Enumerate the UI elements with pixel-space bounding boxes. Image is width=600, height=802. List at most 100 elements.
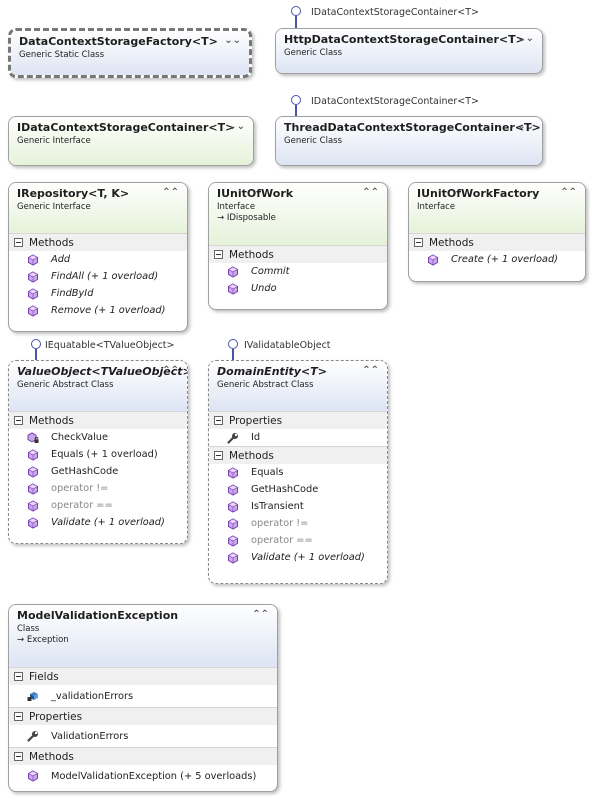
box-kind: Class xyxy=(17,624,40,634)
method-icon xyxy=(227,283,239,295)
interface-circle-icon xyxy=(31,339,41,349)
member-method[interactable]: operator == xyxy=(209,532,387,549)
class-box-domainentity[interactable]: DomainEntity<T> Generic Abstract Class ⌃… xyxy=(208,360,388,584)
member-property[interactable]: ValidationErrors xyxy=(9,725,277,747)
expand-chevron-icon[interactable]: ⌄⌄ xyxy=(228,121,245,132)
class-box-threaddatacontextstoragecontainer[interactable]: ThreadDataContextStorageContainer<T> Gen… xyxy=(275,116,543,166)
collapse-section-icon[interactable] xyxy=(14,712,23,721)
member-method[interactable]: ModelValidationException (+ 5 overloads) xyxy=(9,765,277,787)
member-method[interactable]: FindAll (+ 1 overload) xyxy=(9,268,187,285)
member-label: Commit xyxy=(251,266,290,277)
member-method[interactable]: Undo xyxy=(209,280,387,297)
collapse-section-icon[interactable] xyxy=(414,238,423,247)
section-label: Methods xyxy=(29,414,74,427)
member-method[interactable]: IsTransient xyxy=(209,498,387,515)
member-method[interactable]: CheckValue xyxy=(9,429,187,446)
section-label: Methods xyxy=(229,449,274,462)
collapse-chevron-icon[interactable]: ⌃⌃ xyxy=(560,187,577,198)
interface-box-iunitofworkfactory[interactable]: IUnitOfWorkFactory Interface ⌃⌃ Methods … xyxy=(408,182,586,282)
collapse-chevron-icon[interactable]: ⌃⌃ xyxy=(162,187,179,198)
member-method[interactable]: Commit xyxy=(209,263,387,280)
member-method[interactable]: Validate (+ 1 overload) xyxy=(209,549,387,566)
class-box-datacontextstoragefactory[interactable]: DataContextStorageFactory<T> Generic Sta… xyxy=(8,28,252,78)
member-method[interactable]: Equals xyxy=(209,464,387,481)
member-label: Validate (+ 1 overload) xyxy=(251,552,365,563)
collapse-section-icon[interactable] xyxy=(14,416,23,425)
collapse-section-icon[interactable] xyxy=(14,672,23,681)
method-icon xyxy=(227,518,239,530)
collapse-section-icon[interactable] xyxy=(214,451,223,460)
section-header-fields[interactable]: Fields xyxy=(9,667,277,685)
member-label: CheckValue xyxy=(51,432,109,443)
box-kind: Generic Class xyxy=(284,136,343,146)
box-header: IDataContextStorageContainer<T> Generic … xyxy=(9,117,253,165)
box-title: ModelValidationException xyxy=(17,609,179,622)
member-method[interactable]: GetHashCode xyxy=(9,463,187,480)
expand-chevron-icon[interactable]: ⌄⌄ xyxy=(224,35,241,46)
method-icon xyxy=(27,500,39,512)
method-icon xyxy=(227,266,239,278)
collapse-section-icon[interactable] xyxy=(214,250,223,259)
box-kind: Interface xyxy=(417,202,456,212)
private-field-icon xyxy=(27,690,39,702)
section-header-methods[interactable]: Methods xyxy=(9,233,187,251)
section-header-methods[interactable]: Methods xyxy=(9,747,277,765)
class-box-valueobject[interactable]: ValueObject<TValueObject> Generic Abstra… xyxy=(8,360,188,544)
interface-box-idatacontextstoragecontainer[interactable]: IDataContextStorageContainer<T> Generic … xyxy=(8,116,254,166)
section-label: Methods xyxy=(29,750,74,763)
member-method[interactable]: Remove (+ 1 overload) xyxy=(9,302,187,319)
class-box-httpdatacontextstoragecontainer[interactable]: HttpDataContextStorageContainer<T> Gener… xyxy=(275,28,543,74)
member-method[interactable]: FindById xyxy=(9,285,187,302)
box-header: HttpDataContextStorageContainer<T> Gener… xyxy=(276,29,542,73)
member-label: operator != xyxy=(51,483,109,494)
collapse-chevron-icon[interactable]: ⌃⌃ xyxy=(252,609,269,620)
class-box-modelvalidationexception[interactable]: ModelValidationException Class → Excepti… xyxy=(8,604,278,792)
section-header-methods[interactable]: Methods xyxy=(9,411,187,429)
collapse-chevron-icon[interactable]: ⌃⌃ xyxy=(362,187,379,198)
member-label: Create (+ 1 overload) xyxy=(451,254,558,265)
interface-stem xyxy=(295,16,297,29)
box-kind: Generic Abstract Class xyxy=(217,380,314,390)
box-title: IDataContextStorageContainer<T> xyxy=(17,121,235,134)
box-header: DataContextStorageFactory<T> Generic Sta… xyxy=(11,31,249,75)
interface-box-irepository[interactable]: IRepository<T, K> Generic Interface ⌃⌃ M… xyxy=(8,182,188,332)
collapse-section-icon[interactable] xyxy=(214,416,223,425)
box-title: IRepository<T, K> xyxy=(17,187,130,200)
member-method[interactable]: operator != xyxy=(209,515,387,532)
collapse-chevron-icon[interactable]: ⌃⌃ xyxy=(362,365,379,376)
box-title: DomainEntity<T> xyxy=(217,365,327,378)
method-icon xyxy=(27,254,39,266)
section-header-methods[interactable]: Methods xyxy=(409,233,585,251)
box-header: IUnitOfWork Interface → IDisposable ⌃⌃ xyxy=(209,183,387,245)
section-header-methods[interactable]: Methods xyxy=(209,245,387,263)
member-property[interactable]: Id xyxy=(209,429,387,446)
member-method[interactable]: operator == xyxy=(9,497,187,514)
member-method[interactable]: Validate (+ 1 overload) xyxy=(9,514,187,531)
member-label: ModelValidationException (+ 5 overloads) xyxy=(51,770,257,782)
interface-circle-icon xyxy=(291,6,301,16)
box-header: IUnitOfWorkFactory Interface ⌃⌃ xyxy=(409,183,585,233)
expand-chevron-icon[interactable]: ⌄⌄ xyxy=(517,33,534,44)
collapse-chevron-icon[interactable]: ⌃⌃ xyxy=(162,365,179,376)
member-label: FindById xyxy=(51,288,94,299)
collapse-section-icon[interactable] xyxy=(14,752,23,761)
collapse-section-icon[interactable] xyxy=(14,238,23,247)
member-method[interactable]: Add xyxy=(9,251,187,268)
section-header-methods[interactable]: Methods xyxy=(209,446,387,464)
interface-stem xyxy=(295,105,297,118)
wrench-property-icon xyxy=(227,432,239,444)
expand-chevron-icon[interactable]: ⌄⌄ xyxy=(517,121,534,132)
box-kind: Interface xyxy=(217,202,256,212)
interface-box-iunitofwork[interactable]: IUnitOfWork Interface → IDisposable ⌃⌃ M… xyxy=(208,182,388,310)
member-label: Undo xyxy=(251,283,277,294)
member-method[interactable]: Create (+ 1 overload) xyxy=(409,251,585,268)
member-method[interactable]: GetHashCode xyxy=(209,481,387,498)
box-kind: Generic Interface xyxy=(17,202,91,212)
member-method[interactable]: Equals (+ 1 overload) xyxy=(9,446,187,463)
member-label: Add xyxy=(51,254,71,265)
member-method[interactable]: operator != xyxy=(9,480,187,497)
section-label: Properties xyxy=(29,710,83,723)
section-header-properties[interactable]: Properties xyxy=(209,411,387,429)
member-field[interactable]: _validationErrors xyxy=(9,685,277,707)
section-header-properties[interactable]: Properties xyxy=(9,707,277,725)
